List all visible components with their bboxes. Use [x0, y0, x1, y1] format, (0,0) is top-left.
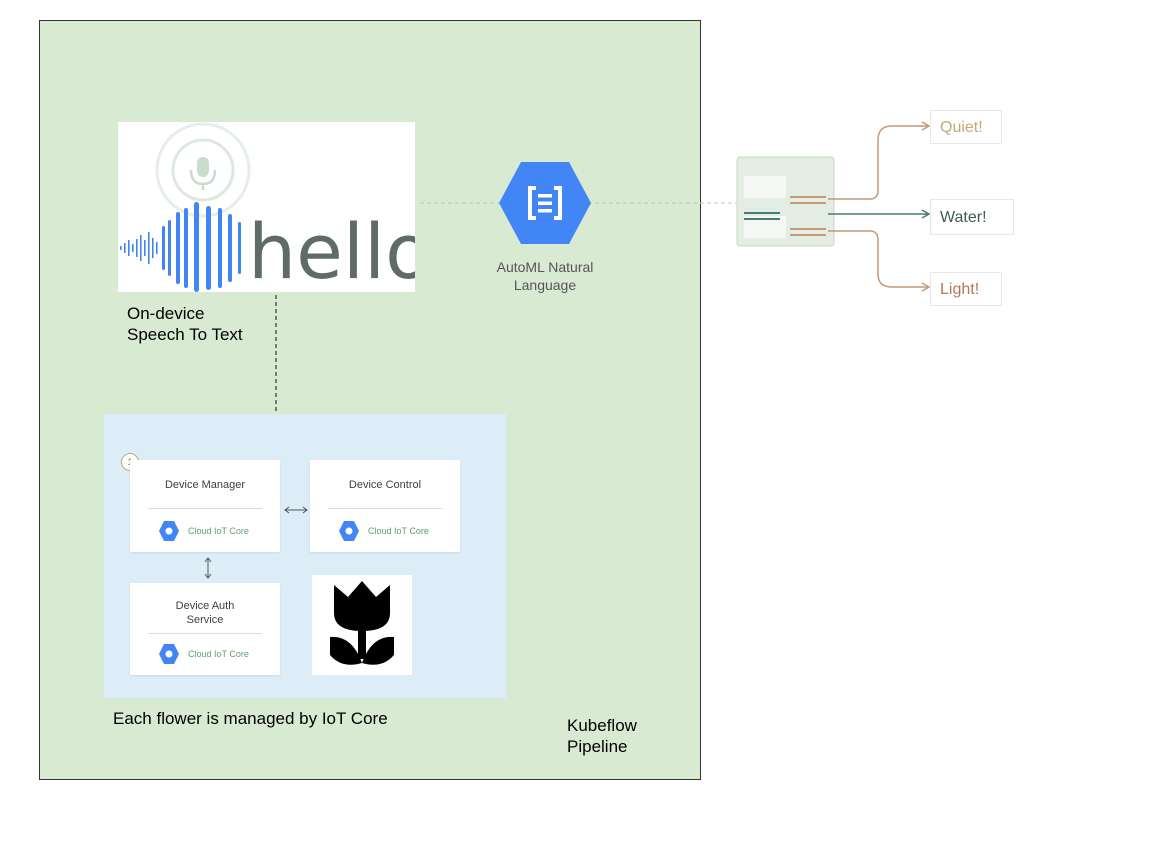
speech-to-text-label: On-device Speech To Text	[127, 303, 243, 345]
device-manager-card: Device Manager Cloud IoT Core	[130, 460, 280, 552]
flower-image	[312, 575, 412, 675]
divider	[148, 633, 262, 634]
cloud-iot-core-icon	[339, 521, 359, 541]
output-quiet: Quiet!	[930, 110, 1002, 144]
manager-auth-arrow	[204, 557, 212, 579]
device-control-card: Device Control Cloud IoT Core	[310, 460, 460, 552]
waveform-bars	[120, 202, 241, 292]
hello-word: hello	[248, 207, 415, 292]
device-control-sub: Cloud IoT Core	[368, 526, 429, 536]
device-auth-sub: Cloud IoT Core	[188, 649, 249, 659]
speech-label-line1: On-device	[127, 304, 205, 323]
document-icon	[736, 156, 835, 247]
divider	[328, 508, 442, 509]
device-manager-sub: Cloud IoT Core	[188, 526, 249, 536]
device-control-title: Device Control	[348, 479, 422, 491]
output-water: Water!	[930, 199, 1014, 235]
cloud-iot-core-icon	[159, 644, 179, 664]
automl-natural-language-icon	[499, 162, 591, 244]
iot-core-panel: 1 Device Manager Cloud IoT Core Device C…	[104, 414, 506, 698]
device-auth-title-line1: Device Auth	[175, 600, 235, 612]
automl-label-line2: Language	[513, 277, 577, 293]
speech-waveform-graphic: hello	[120, 122, 432, 296]
device-manager-title: Device Manager	[164, 479, 246, 491]
tulip-icon	[330, 581, 394, 665]
manager-control-arrow	[284, 506, 308, 514]
device-auth-title: Device Auth Service	[130, 599, 280, 627]
device-auth-card: Device Auth Service Cloud IoT Core	[130, 583, 280, 675]
automl-label: AutoML Natural Language	[470, 258, 620, 294]
kubeflow-label-line1: Kubeflow	[567, 716, 637, 735]
output-light: Light!	[930, 272, 1002, 306]
kubeflow-pipeline-label: Kubeflow Pipeline	[567, 715, 637, 757]
cloud-iot-core-icon	[159, 521, 179, 541]
arrow-to-light	[828, 230, 928, 288]
speech-to-text-image: hello	[118, 122, 432, 296]
arrow-to-quiet	[828, 125, 928, 200]
iot-caption: Each flower is managed by IoT Core	[113, 709, 388, 728]
microphone-icon	[189, 157, 217, 190]
output-arrows	[828, 121, 931, 292]
automl-label-line1: AutoML Natural	[496, 259, 594, 275]
divider	[148, 508, 262, 509]
speech-label-line2: Speech To Text	[127, 325, 243, 344]
device-auth-title-line2: Service	[186, 614, 224, 626]
kubeflow-label-line2: Pipeline	[567, 737, 628, 756]
